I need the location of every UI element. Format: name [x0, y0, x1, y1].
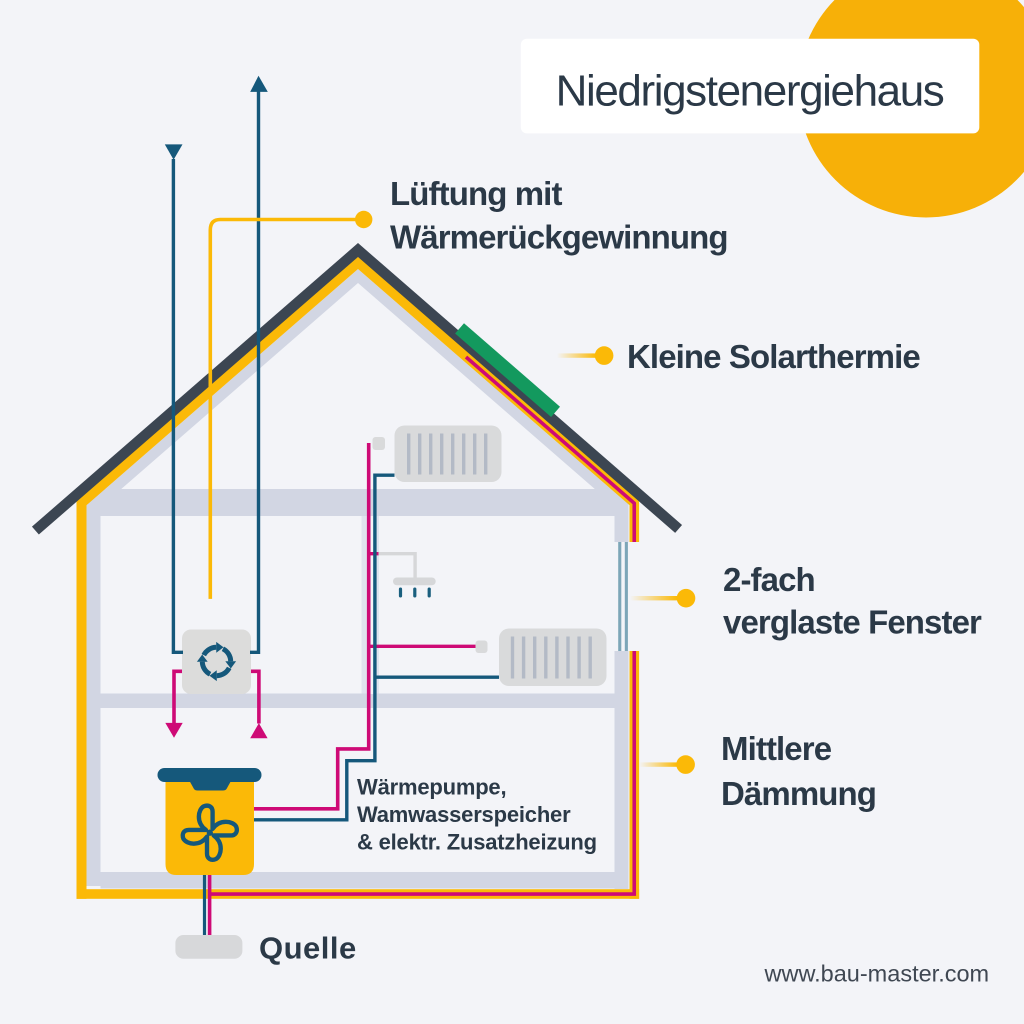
svg-text:Wärmepumpe,: Wärmepumpe, — [357, 775, 506, 800]
svg-text:Niedrigstenergiehaus: Niedrigstenergiehaus — [556, 67, 944, 116]
svg-text:& elektr. Zusatzheizung: & elektr. Zusatzheizung — [357, 830, 597, 855]
svg-text:Wamwasserspeicher: Wamwasserspeicher — [357, 802, 571, 827]
svg-text:Quelle: Quelle — [259, 931, 357, 966]
svg-text:Mittlere: Mittlere — [721, 730, 832, 767]
svg-text:Dämmung: Dämmung — [721, 775, 876, 812]
svg-text:www.bau-master.com: www.bau-master.com — [764, 960, 990, 986]
svg-text:Kleine Solarthermie: Kleine Solarthermie — [627, 338, 920, 375]
svg-text:Wärmerückgewinnung: Wärmerückgewinnung — [390, 219, 728, 256]
svg-text:Lüftung mit: Lüftung mit — [390, 175, 562, 212]
svg-text:2-fach: 2-fach — [723, 561, 815, 598]
svg-text:verglaste Fenster: verglaste Fenster — [723, 604, 982, 641]
